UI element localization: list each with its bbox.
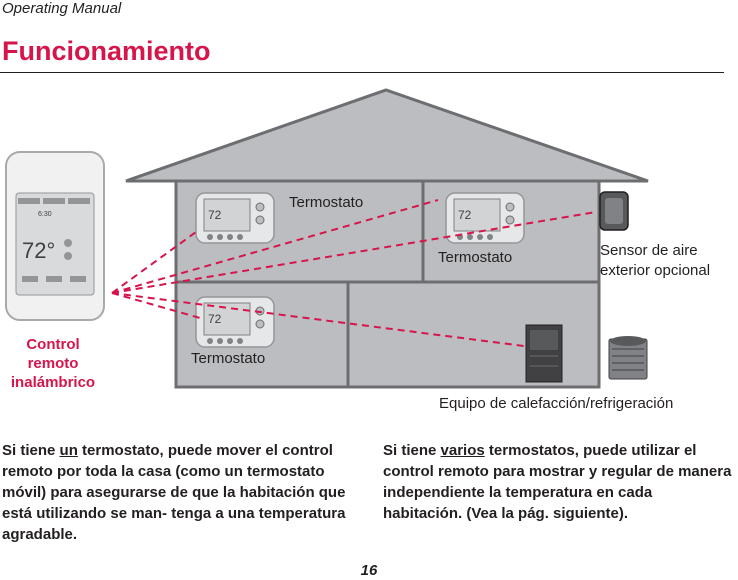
svg-text:72: 72 [208, 312, 222, 326]
remote-label-line3: inalámbrico [10, 374, 96, 391]
left-para-prefix: Si tiene [2, 442, 60, 459]
remote-label-line2: remoto [27, 355, 79, 372]
single-thermostat-paragraph: Si tiene un termostato, puede mover el c… [2, 440, 364, 545]
thermostat-icon: 72 [195, 192, 275, 244]
left-para-rest: termostato, puede mover el control remot… [2, 442, 346, 543]
wireless-signal-lines [111, 199, 597, 347]
multiple-thermostats-paragraph: Si tiene varios termostatos, puede utili… [383, 440, 735, 524]
ac-unit-icon [608, 336, 648, 380]
thermostat-label-top-right: Termostato [438, 249, 513, 266]
svg-text:72: 72 [208, 208, 222, 222]
title-divider [0, 72, 724, 73]
thermostat-icon: 72 [195, 296, 275, 348]
left-para-emphasis: un [59, 442, 78, 459]
signal-line [111, 292, 201, 319]
equipment-label: Equipo de calefacción/refrigeración [439, 395, 674, 412]
thermostat-label-top-left: Termostato [289, 194, 364, 211]
manual-label: Operating Manual [2, 0, 122, 17]
furnace-icon [525, 324, 563, 383]
signal-line [111, 211, 597, 294]
outdoor-sensor-icon [599, 191, 629, 231]
right-para-emphasis: varios [440, 442, 485, 459]
signal-line [111, 231, 197, 294]
sensor-label-line1: Sensor de aire [600, 242, 698, 259]
house-roof [125, 88, 649, 183]
thermostat-icon: 72 [445, 192, 525, 244]
right-para-rest: termostatos, puede utilizar el control r… [383, 442, 732, 522]
remote-label-line1: Control [26, 336, 80, 353]
page-number: 16 [360, 562, 378, 579]
remote-screen-time: 6:30 [38, 211, 52, 218]
sensor-label-line2: exterior opcional [600, 262, 711, 279]
signal-line [111, 199, 439, 294]
remote-control-label: Control remoto inalámbrico [0, 335, 106, 392]
thermostat-label-bottom-left: Termostato [191, 350, 266, 367]
signal-line [111, 292, 525, 347]
remote-screen-temp: 72° [22, 238, 55, 263]
right-para-prefix: Si tiene [383, 442, 441, 459]
svg-text:72: 72 [458, 208, 472, 222]
page-title: Funcionamiento [2, 36, 211, 66]
remote-control-icon: 6:30 72° [5, 151, 105, 321]
